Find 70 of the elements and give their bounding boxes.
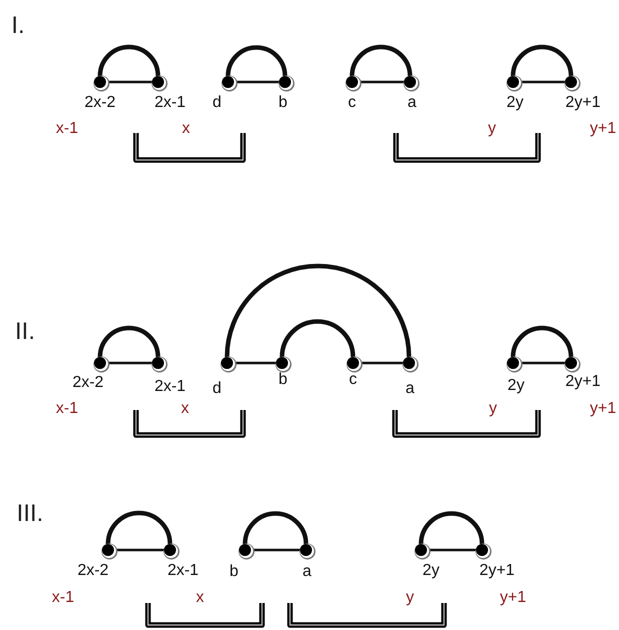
vertex-dot	[565, 357, 577, 369]
group-label: x-1	[56, 121, 78, 137]
vertex-dot	[152, 76, 164, 88]
vertex-dot	[279, 76, 291, 88]
vertex-dot	[152, 357, 164, 369]
vertex-label: 2x-2	[84, 95, 116, 111]
vertex-label: 2x-1	[154, 95, 186, 111]
thick-arc	[224, 264, 412, 358]
thick-arc	[510, 326, 574, 358]
vertex-dot	[221, 357, 233, 369]
thick-arc	[226, 45, 288, 76]
vertex-label: 2x-1	[154, 379, 186, 395]
vertex-dot	[164, 544, 176, 556]
group-label: x-1	[52, 590, 74, 606]
vertex-label: c	[349, 372, 357, 388]
vertex-dot	[415, 544, 427, 556]
vertex-label: 2y	[508, 378, 524, 394]
vertex-dot	[276, 357, 288, 369]
vertex-label: d	[212, 95, 222, 111]
vertex-dot	[102, 544, 114, 556]
group-label: y	[489, 401, 497, 417]
group-label: y+1	[590, 401, 616, 417]
vertex-dot	[239, 544, 251, 556]
vertex-dot	[94, 357, 106, 369]
vertex-dot	[347, 357, 359, 369]
vertex-dot	[507, 357, 519, 369]
group-label: x	[181, 401, 189, 417]
group-label: x-1	[56, 401, 78, 417]
vertex-label: b	[278, 95, 288, 111]
vertex-dot	[507, 76, 519, 88]
vertex-dot	[476, 544, 488, 556]
thick-arc	[280, 319, 356, 358]
vertex-label: b	[230, 564, 238, 580]
vertex-label: 2x-1	[167, 563, 199, 579]
vertex-label: 2y+1	[479, 563, 515, 579]
vertex-dot	[346, 76, 358, 88]
vertex-label: a	[302, 564, 312, 580]
thick-arc	[418, 511, 484, 544]
vertex-label: 2x-2	[72, 375, 104, 391]
panel-heading: II.	[15, 320, 35, 344]
vertex-label: a	[406, 381, 414, 397]
group-label: x	[196, 590, 204, 606]
group-label: y+1	[590, 121, 616, 137]
group-label: y	[406, 590, 414, 606]
thick-arc	[98, 44, 160, 76]
thick-arc	[106, 510, 172, 544]
vertex-label: 2y	[506, 95, 524, 111]
group-label: x	[182, 121, 190, 137]
vertex-label: 2x-2	[77, 563, 109, 579]
vertex-label: b	[278, 372, 288, 388]
panel-heading: III.	[16, 502, 44, 526]
group-label: y	[488, 121, 496, 137]
vertex-label: d	[212, 381, 222, 397]
thick-arc	[510, 44, 574, 76]
vertex-dot	[300, 544, 312, 556]
vertex-dot	[403, 357, 415, 369]
vertex-dot	[94, 76, 106, 88]
group-label: y+1	[500, 590, 526, 606]
vertex-dot	[404, 76, 416, 88]
thick-arc	[242, 511, 308, 544]
vertex-label: 2y	[422, 563, 440, 579]
thick-arc	[350, 44, 412, 76]
vertex-label: 2y+1	[565, 374, 601, 390]
thick-arc	[98, 326, 160, 358]
vertex-label: 2y+1	[565, 95, 601, 111]
vertex-label: c	[348, 95, 356, 111]
vertex-label: a	[408, 95, 416, 111]
vertex-dot	[222, 76, 234, 88]
vertex-dot	[565, 76, 577, 88]
panel-heading: I.	[11, 14, 25, 38]
